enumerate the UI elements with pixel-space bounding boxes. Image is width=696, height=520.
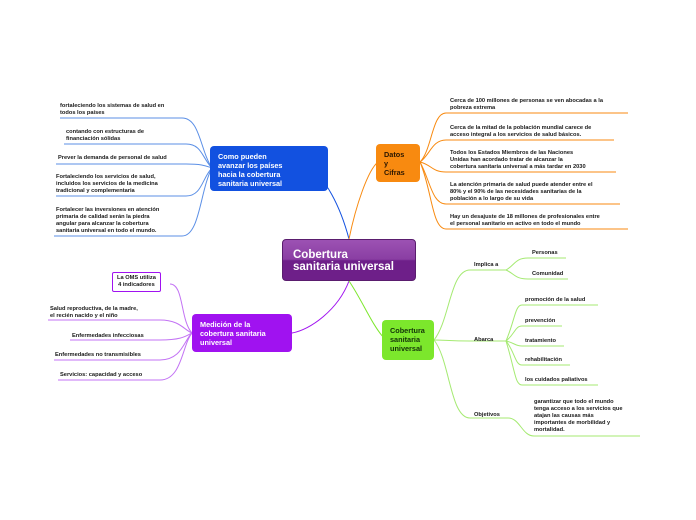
subtopic-purple-2[interactable]: Salud reproductiva, de la madre, el reci… <box>50 306 138 319</box>
link-orange-3 <box>419 161 616 173</box>
link-blue-2 <box>64 143 213 169</box>
subtopic-objetivos[interactable]: Objetivos <box>474 412 500 418</box>
topic-line: Medición de la <box>200 320 251 329</box>
topic-cobertura[interactable]: Cobertura sanitaria universal <box>382 320 434 360</box>
subtopic-blue-4[interactable]: Fortaleciendo los servicios de salud, in… <box>56 174 158 194</box>
subtopic-oms-indicadores[interactable]: La OMS utiliza 4 indicadores <box>112 272 161 292</box>
topic-line: universal <box>390 344 423 353</box>
link-orange-1 <box>419 112 628 163</box>
link-orange-4 <box>419 161 620 205</box>
link-implica-comunidad <box>505 269 568 280</box>
subtopic-orange-5[interactable]: Hay un desajuste de 18 millones de profe… <box>450 214 600 227</box>
topic-datos-cifras[interactable]: Datos y Cifras <box>376 144 420 182</box>
topic-line: Cifras <box>384 168 405 177</box>
topic-line: sanitaria universal <box>218 179 283 188</box>
link-abarca-2 <box>505 325 562 342</box>
subtopic-abarca[interactable]: Abarca <box>474 337 494 343</box>
central-topic[interactable]: Cobertura sanitaria universal <box>282 239 416 281</box>
topic-line: Datos <box>384 150 405 159</box>
subtopic-orange-2[interactable]: Cerca de la mitad de la población mundia… <box>450 125 592 138</box>
topic-line: sanitaria <box>390 335 421 344</box>
link-abarca-1 <box>505 304 598 342</box>
subtopic-rehabilitacion[interactable]: rehabilitación <box>525 357 562 363</box>
topic-line: Cobertura <box>390 326 425 335</box>
link-central-green <box>348 280 385 339</box>
link-abarca-3 <box>505 340 564 347</box>
subtopic-orange-3[interactable]: Todos los Estados Miembros de las Nacion… <box>450 150 586 170</box>
link-purple-1 <box>169 283 193 334</box>
topic-line: avanzar los países <box>218 161 283 170</box>
link-blue-3 <box>56 163 213 169</box>
subtopic-cuidados-paliativos[interactable]: los cuidados paliativos <box>525 377 588 383</box>
link-implica-personas <box>505 257 566 271</box>
subtopic-orange-1[interactable]: Cerca de 100 millones de personas se ven… <box>450 98 604 111</box>
topic-como-pueden[interactable]: Como pueden avanzar los países hacia la … <box>210 146 328 191</box>
subtopic-blue-1[interactable]: fortaleciendo los sistemas de salud en t… <box>60 103 165 116</box>
central-title-line1: Cobertura <box>293 249 348 261</box>
subtopic-promocion[interactable]: promoción de la salud <box>525 297 586 303</box>
subtopic-blue-3[interactable]: Prever la demanda de personal de salud <box>58 155 167 161</box>
topic-line: universal <box>200 338 233 347</box>
subtopic-purple-3[interactable]: Enfermedades infecciosas <box>72 333 144 339</box>
subtopic-orange-4[interactable]: La atención primaria de salud puede aten… <box>450 182 593 202</box>
subtopic-comunidad[interactable]: Comunidad <box>532 271 564 277</box>
subtopic-purple-4[interactable]: Enfermedades no transmisibles <box>55 352 141 358</box>
link-central-purple <box>291 280 350 334</box>
subtopic-implica[interactable]: Implica a <box>474 262 499 268</box>
link-objetivos-1 <box>507 417 640 437</box>
link-blue-4 <box>56 167 213 197</box>
subtopic-tratamiento[interactable]: tratamiento <box>525 338 556 344</box>
link-orange-2 <box>419 139 614 163</box>
link-abarca-4 <box>505 340 570 366</box>
subtopic-personas[interactable]: Personas <box>532 250 558 256</box>
topic-line: Como pueden <box>218 152 267 161</box>
subtopic-blue-5[interactable]: Fortalecer las inversiones en atención p… <box>56 207 160 234</box>
link-green-abarca <box>433 339 506 342</box>
subtopic-blue-2[interactable]: contando con estructuras de financiación… <box>66 129 145 142</box>
topic-medicion[interactable]: Medición de la cobertura sanitaria unive… <box>192 314 292 352</box>
link-green-objetivos <box>433 339 508 419</box>
link-central-orange <box>348 161 379 240</box>
subtopic-objetivos-1[interactable]: garantizar que todo el mundo tenga acces… <box>534 399 623 433</box>
subtopic-prevencion[interactable]: prevención <box>525 318 556 324</box>
topic-line: y <box>384 159 389 168</box>
link-purple-5 <box>58 332 193 381</box>
link-blue-5 <box>54 167 213 237</box>
central-title-line2: sanitaria universal <box>293 261 394 273</box>
subtopic-purple-5[interactable]: Servicios: capacidad y acceso <box>60 372 143 378</box>
link-abarca-5 <box>505 340 598 386</box>
link-blue-1 <box>60 117 213 169</box>
topic-line: hacia la cobertura <box>218 170 281 179</box>
link-green-implica <box>433 269 506 341</box>
link-purple-3 <box>70 332 193 341</box>
link-orange-5 <box>419 161 628 230</box>
topic-line: cobertura sanitaria <box>200 329 266 338</box>
link-purple-2 <box>48 319 193 334</box>
